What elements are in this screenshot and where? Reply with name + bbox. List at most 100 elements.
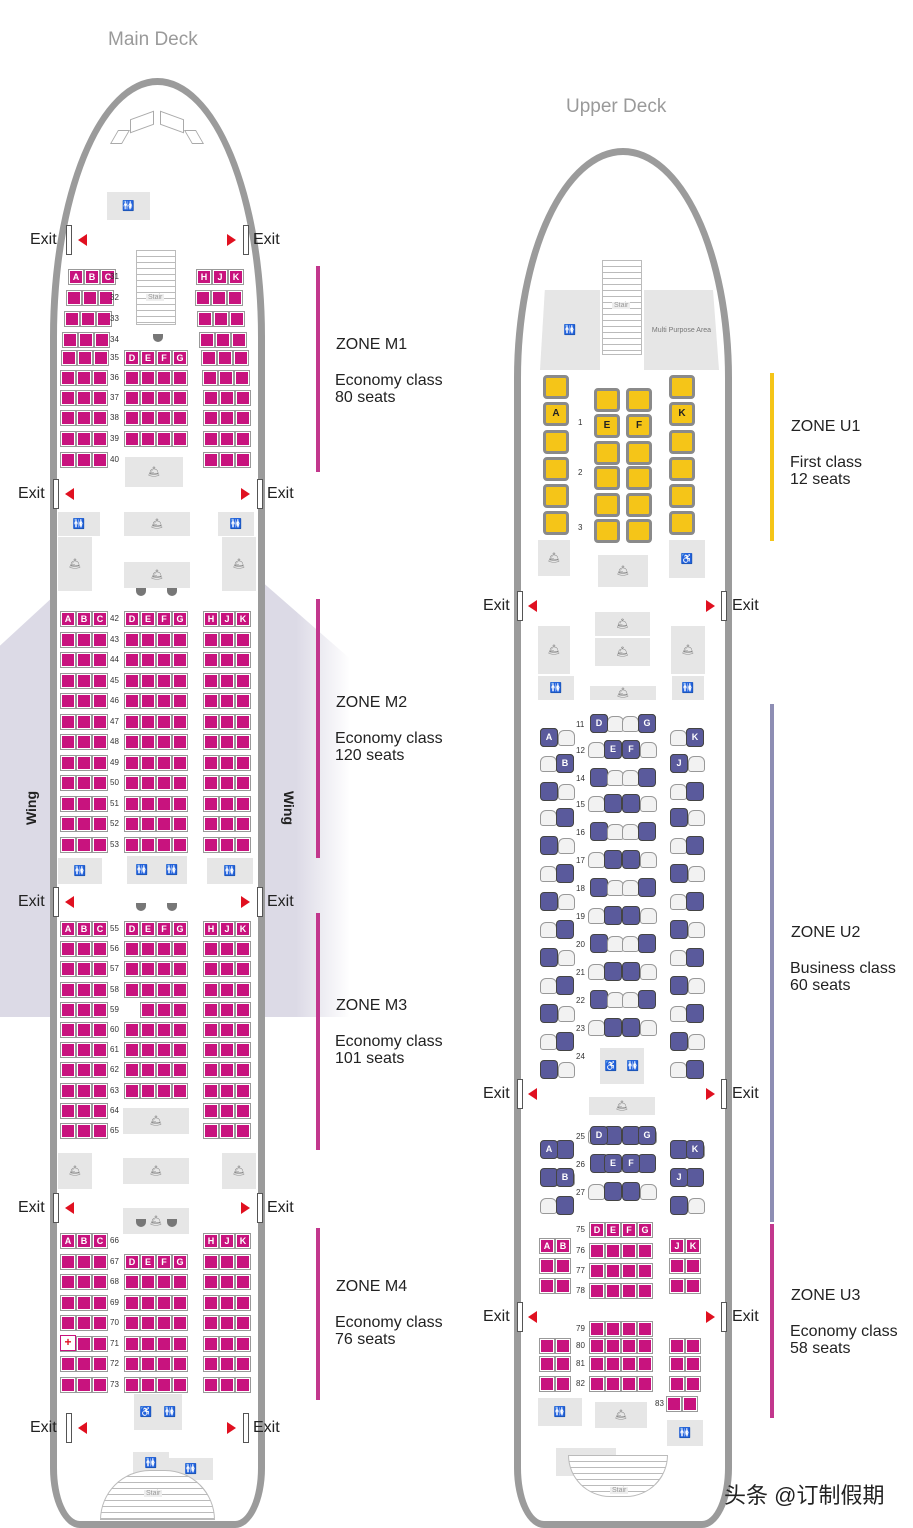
seat[interactable] bbox=[235, 981, 251, 998]
seat[interactable] bbox=[203, 775, 219, 791]
business-seat-lettered[interactable]: B bbox=[556, 754, 574, 773]
seat[interactable]: E bbox=[140, 1253, 156, 1270]
seat[interactable] bbox=[76, 1082, 92, 1099]
business-seat[interactable] bbox=[604, 906, 622, 925]
seat[interactable] bbox=[60, 734, 76, 750]
seat[interactable] bbox=[124, 795, 140, 812]
seat[interactable] bbox=[92, 941, 108, 958]
seat[interactable] bbox=[76, 1376, 92, 1393]
seat[interactable] bbox=[235, 1062, 251, 1079]
business-seat[interactable] bbox=[638, 934, 656, 953]
seat[interactable] bbox=[77, 350, 93, 366]
seat[interactable] bbox=[76, 961, 92, 978]
seat[interactable] bbox=[92, 672, 108, 689]
seat[interactable] bbox=[76, 981, 92, 998]
seat[interactable] bbox=[203, 1042, 219, 1059]
seat[interactable] bbox=[94, 332, 110, 348]
exit-door-left[interactable] bbox=[517, 1079, 523, 1109]
seat[interactable] bbox=[219, 981, 235, 998]
seat[interactable] bbox=[60, 1062, 76, 1079]
seat[interactable] bbox=[156, 941, 172, 958]
seat[interactable] bbox=[235, 452, 251, 468]
seat[interactable]: F bbox=[156, 1253, 172, 1270]
seat[interactable] bbox=[92, 1042, 108, 1059]
seat[interactable] bbox=[219, 672, 235, 689]
seat[interactable] bbox=[203, 1123, 219, 1139]
seat[interactable] bbox=[76, 941, 92, 958]
seat[interactable] bbox=[61, 350, 77, 366]
economy-seat[interactable] bbox=[539, 1258, 555, 1274]
business-seat[interactable] bbox=[670, 920, 688, 939]
seat[interactable] bbox=[235, 631, 251, 648]
business-seat[interactable] bbox=[590, 990, 608, 1009]
seat[interactable] bbox=[140, 754, 156, 771]
seat[interactable] bbox=[203, 754, 219, 771]
seat[interactable] bbox=[92, 713, 108, 730]
seat[interactable] bbox=[235, 836, 251, 853]
seat[interactable] bbox=[140, 693, 156, 709]
seat[interactable]: J bbox=[212, 269, 228, 285]
seat[interactable]: H bbox=[203, 921, 219, 937]
seat[interactable] bbox=[92, 1294, 108, 1311]
seat[interactable] bbox=[235, 795, 251, 812]
business-seat-lettered[interactable]: F bbox=[622, 1154, 640, 1173]
seat[interactable] bbox=[140, 652, 156, 668]
business-seat-lettered[interactable]: D bbox=[590, 714, 608, 733]
seat[interactable] bbox=[172, 754, 188, 771]
seat[interactable] bbox=[140, 1356, 156, 1372]
seat[interactable] bbox=[156, 734, 172, 750]
business-seat-lettered[interactable]: B bbox=[556, 1168, 574, 1187]
seat[interactable] bbox=[124, 941, 140, 958]
seat[interactable]: A bbox=[60, 921, 76, 937]
first-class-seat[interactable] bbox=[626, 519, 652, 543]
first-class-seat[interactable] bbox=[669, 484, 695, 508]
seat[interactable] bbox=[124, 775, 140, 791]
seat[interactable] bbox=[76, 754, 92, 771]
seat[interactable] bbox=[92, 816, 108, 832]
seat[interactable] bbox=[76, 1315, 92, 1331]
seat[interactable] bbox=[235, 693, 251, 709]
seat[interactable] bbox=[172, 836, 188, 853]
seat[interactable] bbox=[140, 1001, 156, 1018]
seat[interactable] bbox=[124, 370, 140, 386]
seat[interactable]: F bbox=[156, 350, 172, 366]
business-seat[interactable] bbox=[604, 850, 622, 869]
seat[interactable] bbox=[156, 1356, 172, 1372]
seat[interactable] bbox=[231, 332, 247, 348]
seat[interactable] bbox=[203, 1335, 219, 1352]
business-seat[interactable] bbox=[590, 934, 608, 953]
seat[interactable] bbox=[124, 1376, 140, 1393]
seat[interactable] bbox=[76, 631, 92, 648]
seat[interactable] bbox=[60, 1042, 76, 1059]
economy-seat[interactable] bbox=[669, 1338, 685, 1354]
seat[interactable] bbox=[140, 1062, 156, 1079]
business-seat[interactable] bbox=[686, 892, 704, 911]
seat[interactable] bbox=[203, 836, 219, 853]
seat[interactable] bbox=[140, 1274, 156, 1290]
seat[interactable] bbox=[203, 1022, 219, 1038]
first-class-seat[interactable] bbox=[543, 430, 569, 454]
seat[interactable] bbox=[219, 1356, 235, 1372]
economy-seat[interactable] bbox=[637, 1263, 653, 1279]
business-seat[interactable] bbox=[540, 836, 558, 855]
seat[interactable] bbox=[140, 410, 156, 426]
seat[interactable] bbox=[156, 370, 172, 386]
seat[interactable] bbox=[235, 1001, 251, 1018]
seat[interactable] bbox=[80, 311, 96, 327]
business-seat-lettered[interactable]: G bbox=[638, 714, 656, 733]
business-seat[interactable] bbox=[604, 1182, 622, 1201]
seat[interactable]: C bbox=[92, 921, 108, 937]
business-seat[interactable] bbox=[686, 1060, 704, 1079]
exit-door-right[interactable] bbox=[243, 1413, 249, 1443]
seat[interactable] bbox=[219, 1102, 235, 1119]
seat[interactable]: E bbox=[140, 611, 156, 627]
seat[interactable] bbox=[235, 1022, 251, 1038]
seat[interactable] bbox=[156, 631, 172, 648]
seat[interactable] bbox=[203, 1274, 219, 1290]
seat[interactable] bbox=[140, 961, 156, 978]
seat[interactable] bbox=[156, 1001, 172, 1018]
seat[interactable]: B bbox=[76, 611, 92, 627]
seat[interactable] bbox=[124, 672, 140, 689]
seat[interactable] bbox=[172, 410, 188, 426]
seat[interactable] bbox=[92, 1123, 108, 1139]
